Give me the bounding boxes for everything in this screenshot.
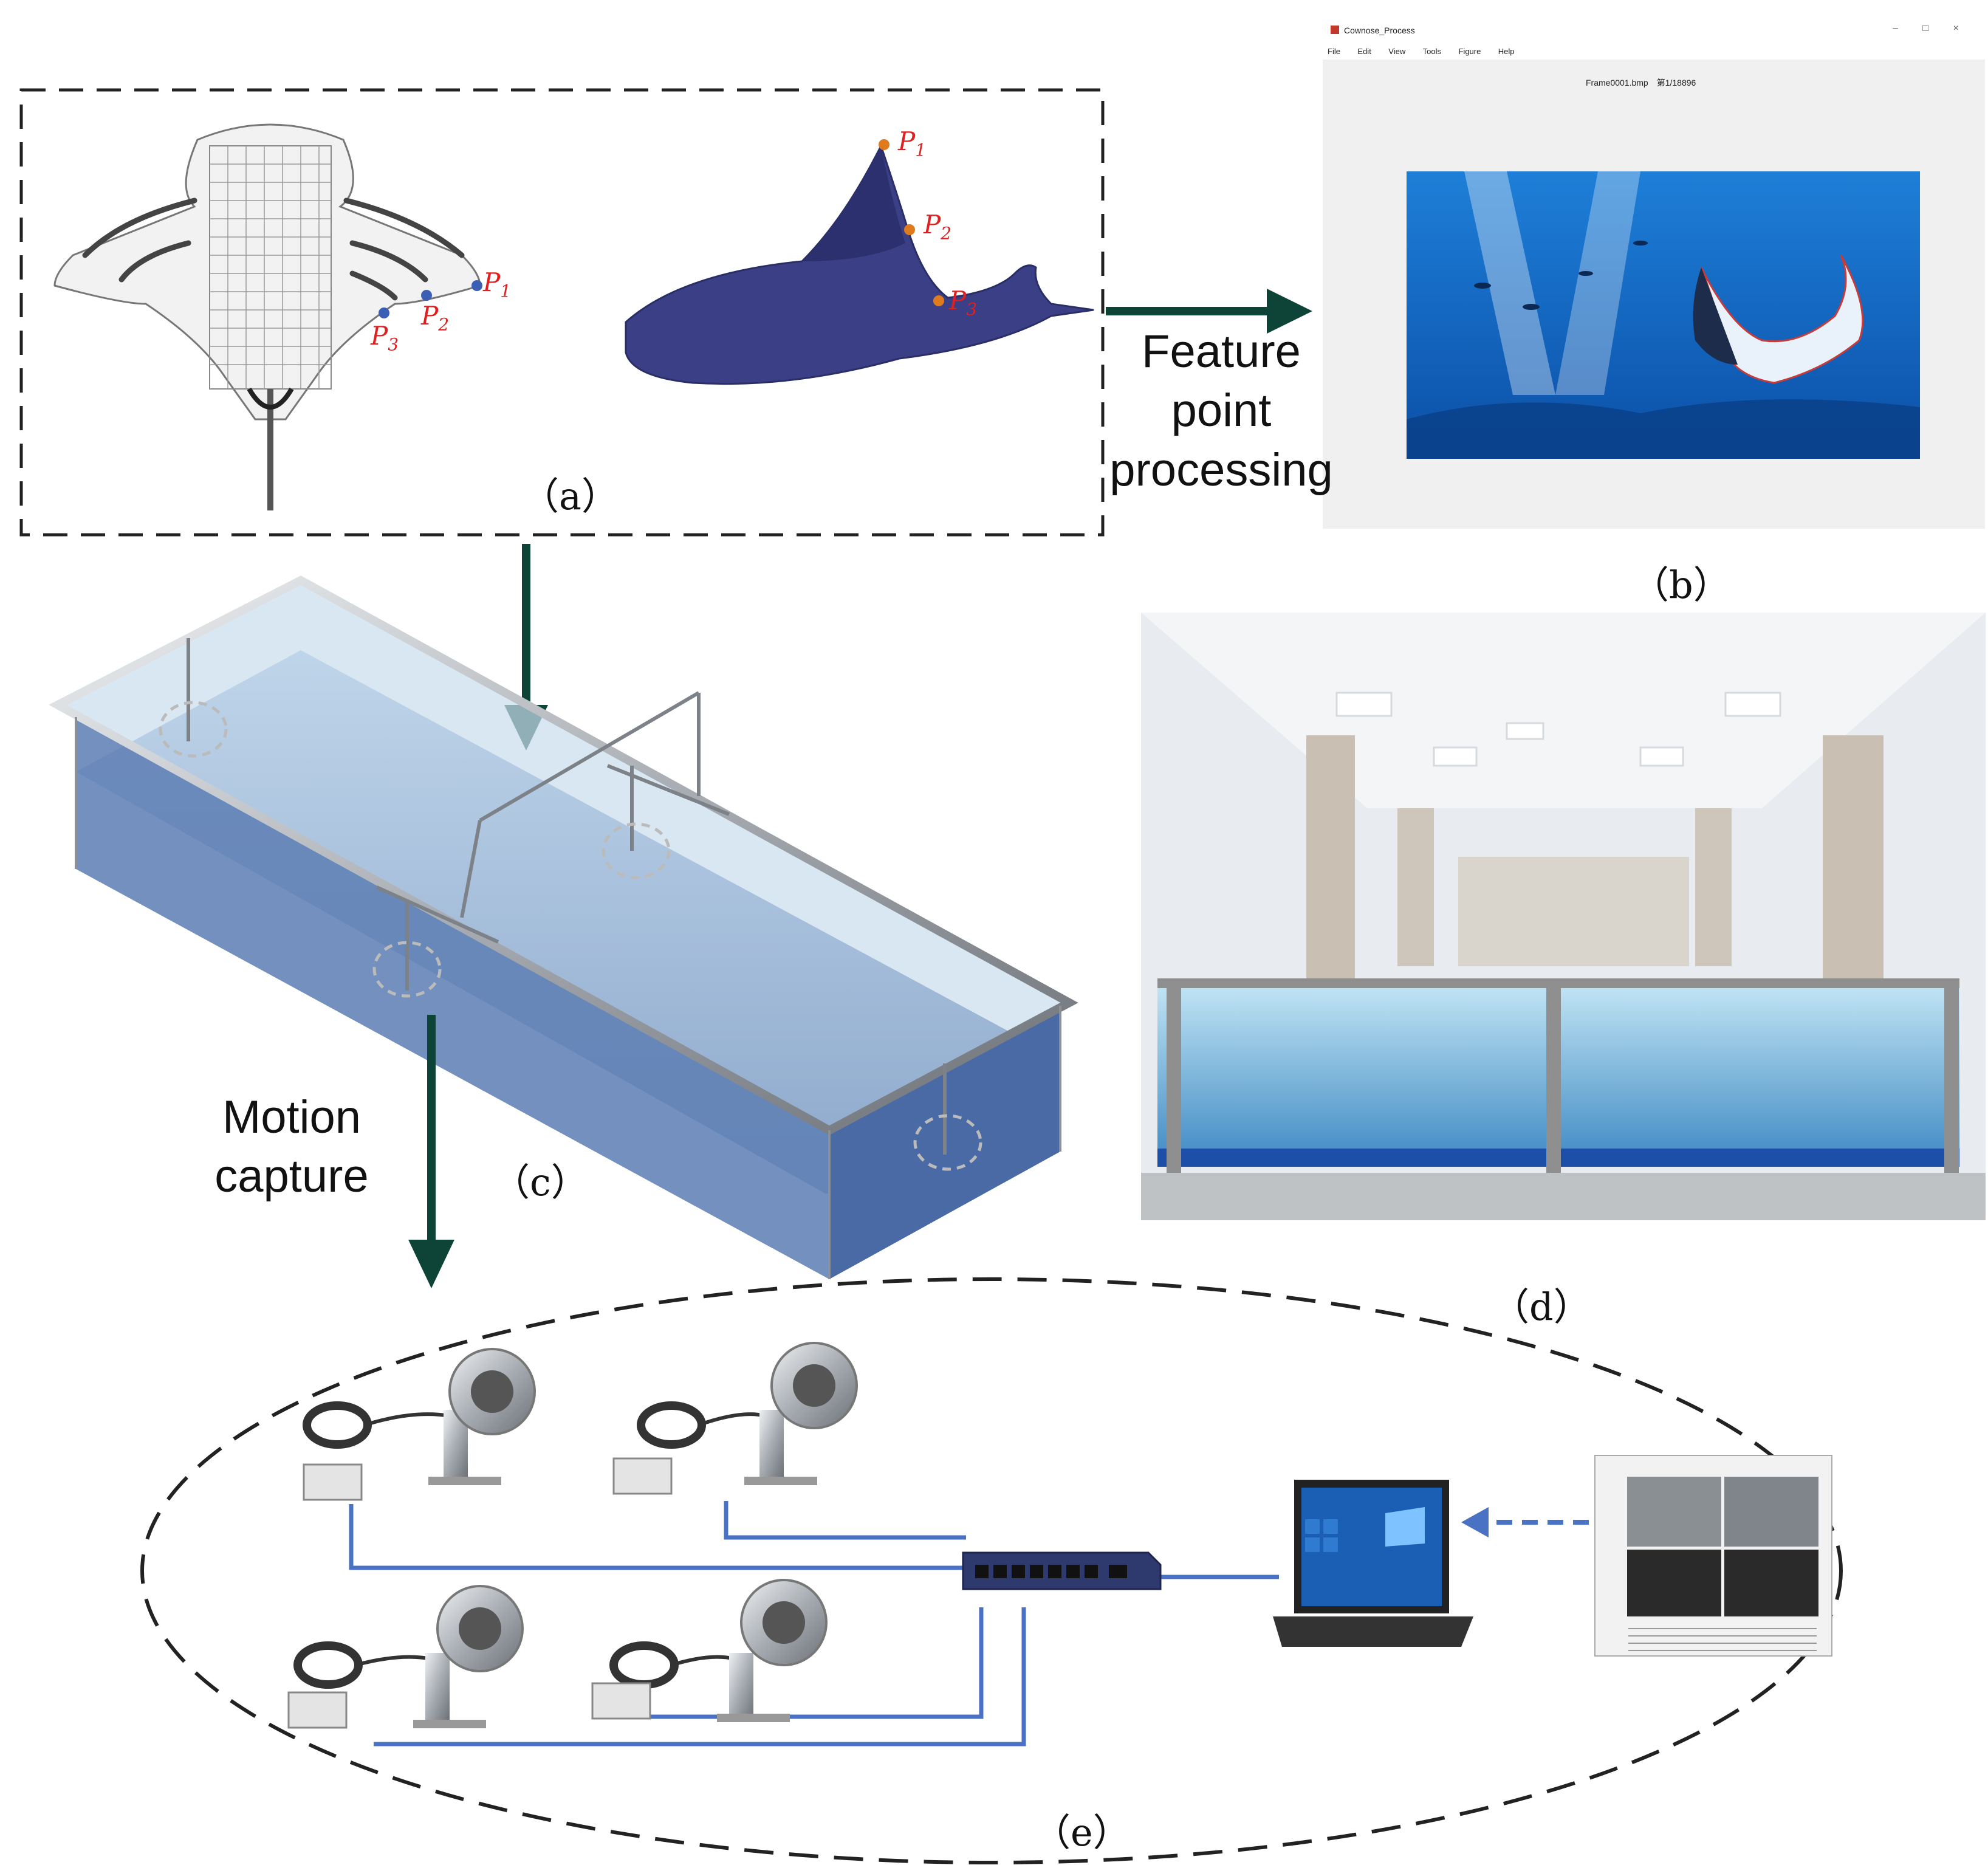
- manta-top-view: [53, 123, 482, 510]
- motion-capture-label: Motion capture: [214, 1091, 369, 1203]
- menu-edit[interactable]: Edit: [1357, 47, 1371, 56]
- manta-side-view: [625, 139, 1094, 385]
- top-p2-label: P2: [421, 301, 450, 335]
- side-p2-marker: [904, 224, 915, 235]
- top-p3-marker: [379, 307, 389, 318]
- camera-marker-2: [602, 822, 671, 879]
- menu-tools[interactable]: Tools: [1422, 47, 1442, 56]
- camera-marker-1: [159, 701, 228, 758]
- software-window: [1323, 19, 1985, 529]
- camera-marker-4: [913, 1114, 982, 1171]
- monitoring-software: [1594, 1455, 1832, 1657]
- software-window-title: Cownose_Process: [1344, 26, 1415, 35]
- panel-label-a: （a）: [521, 474, 619, 518]
- menu-figure[interactable]: Figure: [1458, 47, 1481, 56]
- top-p3-label: P3: [371, 321, 399, 355]
- top-p2-marker: [421, 290, 432, 301]
- side-p2-label: P2: [924, 210, 952, 244]
- camera-marker-3: [372, 941, 442, 998]
- side-p3-marker: [933, 295, 944, 306]
- network-cables: [349, 1501, 1279, 1747]
- maximize-button[interactable]: □: [1922, 23, 1929, 33]
- camera-2: [612, 1342, 858, 1495]
- panel-label-d: （d）: [1492, 1285, 1591, 1329]
- menu-file[interactable]: File: [1328, 47, 1340, 56]
- side-p1-label: P1: [898, 126, 927, 160]
- camera-1: [303, 1348, 536, 1501]
- panel-a-frame: [19, 88, 1105, 537]
- side-p1-marker: [879, 139, 889, 150]
- network-switch: [962, 1551, 1162, 1590]
- panel-label-c: （c）: [492, 1160, 589, 1204]
- laptop: [1273, 1480, 1473, 1647]
- menu-help[interactable]: Help: [1498, 47, 1515, 56]
- software-menu-bar: File Edit View Tools Figure Help: [1328, 46, 1529, 57]
- minimize-button[interactable]: –: [1893, 23, 1898, 33]
- camera-3: [287, 1585, 524, 1729]
- feature-processing-label: Feature point processing: [1109, 326, 1333, 496]
- frame-info: Frame0001.bmp 第1/18896: [1586, 78, 1696, 88]
- top-p1-label: P1: [483, 267, 512, 301]
- panel-e-frame: [140, 1277, 1843, 1864]
- menu-view[interactable]: View: [1388, 47, 1406, 56]
- camera-4: [591, 1579, 828, 1722]
- panel-label-e: （e）: [1033, 1810, 1131, 1855]
- panel-label-b: （b）: [1631, 563, 1731, 607]
- tank-diagram: [49, 575, 1078, 1279]
- close-button[interactable]: ×: [1953, 23, 1959, 33]
- software-window-controls: – □ ×: [1893, 23, 1959, 34]
- underwater-cameras: [287, 1342, 858, 1729]
- side-p3-label: P3: [949, 286, 978, 320]
- pool-photo: [1141, 613, 1986, 1220]
- top-p1-marker: [471, 280, 482, 291]
